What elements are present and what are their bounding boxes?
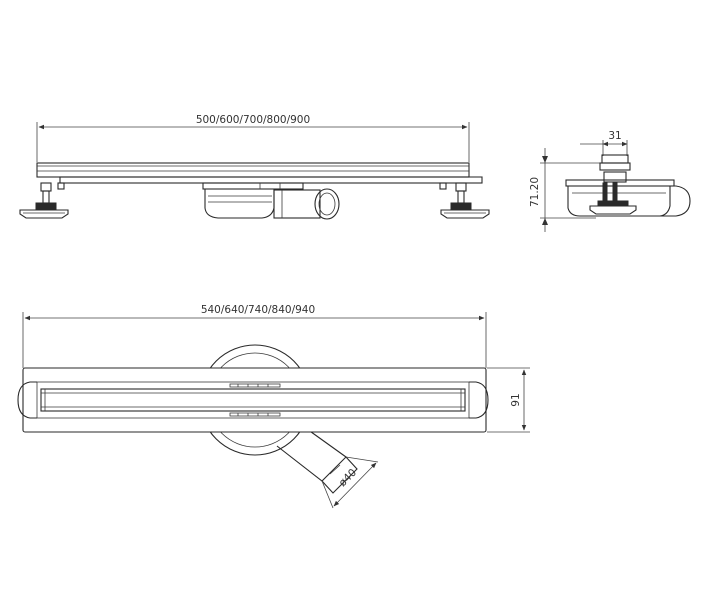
end-width-dimension: 31 [580,130,628,156]
side-view: 500/600/700/800/900 [19,114,490,220]
side-length-label: 500/600/700/800/900 [196,114,310,126]
top-width-label: 91 [510,393,522,406]
top-length-dimension: 540/640/740/840/940 [22,304,487,368]
end-width-label: 31 [608,130,621,142]
channel-top [17,367,489,433]
top-view: 540/640/740/840/940 91 ø40 [17,304,530,509]
channel-side [36,162,483,184]
top-width-dimension: 91 [487,367,530,433]
outlet-diameter-dimension: ø40 [321,456,379,509]
end-view: 31 71.20 [529,130,691,232]
side-length-dimension: 500/600/700/800/900 [36,114,470,162]
siphon-side [202,182,340,220]
top-length-label: 540/640/740/840/940 [201,304,315,316]
right-foot [439,182,490,219]
end-height-dimension: 71.20 [529,148,602,232]
left-foot [19,182,69,219]
channel-end-profile [565,154,691,217]
end-height-label: 71.20 [529,177,541,207]
